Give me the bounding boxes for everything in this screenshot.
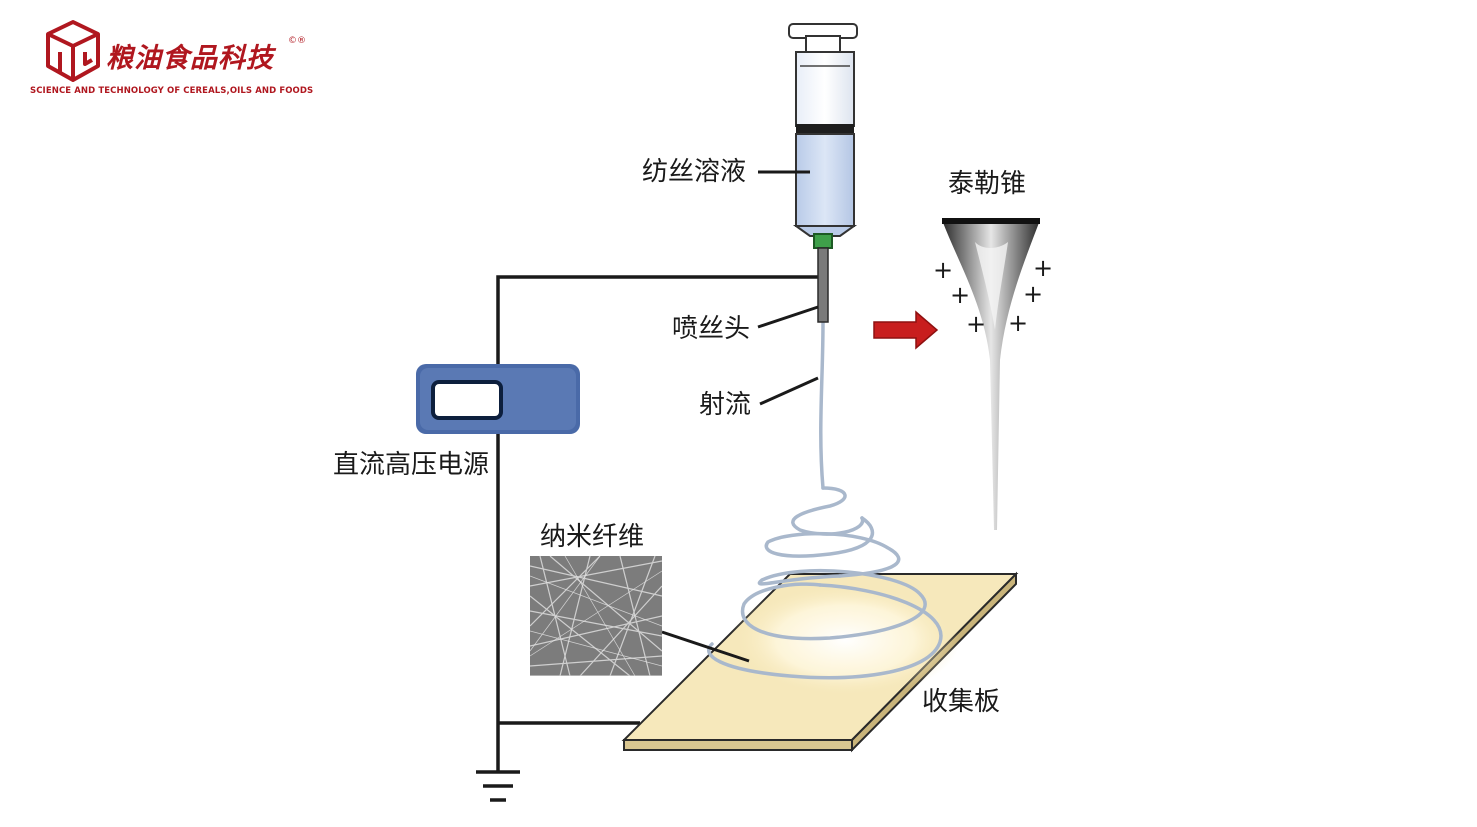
- label-power-supply: 直流高压电源: [333, 450, 490, 480]
- power-supply-icon: [416, 364, 580, 434]
- charge-sign: +: [1033, 254, 1054, 282]
- label-nanofiber: 纳米纤维: [540, 522, 645, 552]
- circuit-wire: [496, 275, 823, 772]
- logo-subtitle: SCIENCE AND TECHNOLOGY OF CEREALS,OILS A…: [30, 86, 314, 96]
- charge-sign: +: [1023, 280, 1044, 308]
- charge-sign: +: [1008, 309, 1029, 337]
- collector-plate: [621, 571, 1019, 753]
- label-taylor-cone: 泰勒锥: [948, 169, 1027, 199]
- nanofiber-pointer: [661, 630, 750, 663]
- syringe-icon: [788, 23, 858, 323]
- label-spinning-solution: 纺丝溶液: [642, 157, 747, 187]
- arrow-right-icon: [873, 310, 939, 350]
- charge-sign: +: [950, 281, 971, 309]
- ground-icon: [476, 770, 520, 802]
- jet-fiber: [707, 320, 943, 680]
- taylor-cone-icon: [942, 218, 1040, 530]
- label-pointers: [757, 170, 819, 406]
- nanofiber-sem-image: [530, 556, 662, 676]
- label-jet: 射流: [699, 390, 752, 420]
- label-spinneret: 喷丝头: [672, 314, 751, 344]
- logo-title: 粮油食品科技: [106, 43, 274, 74]
- logo-cube-icon: [46, 20, 100, 82]
- charge-sign: +: [933, 256, 954, 284]
- label-collector: 收集板: [922, 687, 1001, 717]
- charge-sign: +: [966, 310, 987, 338]
- logo-trademark: ©®: [288, 36, 306, 46]
